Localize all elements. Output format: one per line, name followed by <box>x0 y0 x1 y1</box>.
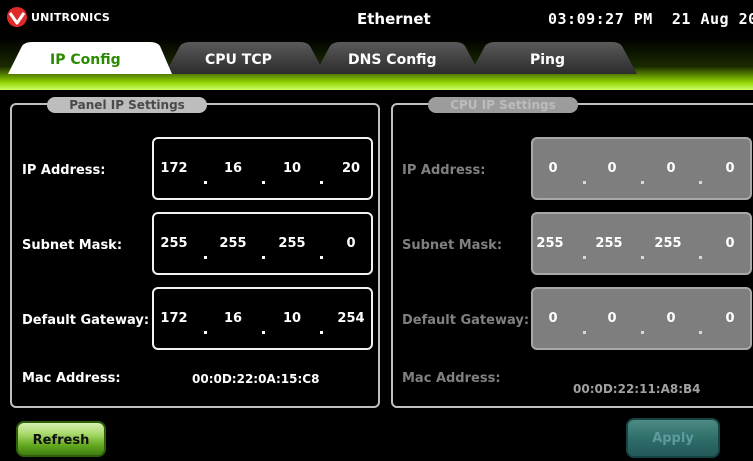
ip-octet: 255 <box>219 236 247 251</box>
ip-octet: 0 <box>607 311 617 326</box>
header-bar: UNITRONICS Ethernet 03:09:27 PM 21 Aug 2… <box>0 0 753 38</box>
ip-octet: 0 <box>548 311 558 326</box>
octet-dot <box>320 256 323 259</box>
octet-dot <box>699 256 702 259</box>
ip-octet: 0 <box>607 161 617 176</box>
panel-mac-address-label: Mac Address: <box>22 371 121 386</box>
octet-dot <box>583 181 586 184</box>
octet-dot <box>204 331 207 334</box>
octet-dot <box>699 181 702 184</box>
panel-ip-address-label: IP Address: <box>22 163 106 178</box>
ip-octet: 10 <box>282 161 302 176</box>
unitronics-logo-icon <box>7 7 27 27</box>
octet-dot <box>641 181 644 184</box>
ip-octet: 0 <box>725 236 735 251</box>
panel-mac-address-value: 00:0D:22:0A:15:C8 <box>192 372 320 386</box>
cpu-subnet-mask-field[interactable]: 255 255 255 0 <box>531 212 752 275</box>
panel-cpu-ip-settings: CPU IP Settings IP Address: 0 0 0 0 Subn… <box>391 97 753 408</box>
ip-octet: 0 <box>666 311 676 326</box>
octet-dot <box>641 256 644 259</box>
octet-dot <box>320 331 323 334</box>
octet-dot <box>583 256 586 259</box>
ip-octet: 255 <box>160 236 188 251</box>
panel-ip-settings: Panel IP Settings IP Address: 172 16 10 … <box>10 97 380 408</box>
ip-octet: 0 <box>548 161 558 176</box>
panel-subnet-mask-field[interactable]: 255 255 255 0 <box>152 212 373 275</box>
ip-octet: 20 <box>341 161 361 176</box>
panel-ip-settings-title: Panel IP Settings <box>47 97 207 113</box>
ip-octet: 172 <box>160 311 188 326</box>
cpu-mac-address-label: Mac Address: <box>402 371 501 386</box>
panel-ip-address-field[interactable]: 172 16 10 20 <box>152 137 373 200</box>
cpu-mac-address-value: 00:0D:22:11:A8:B4 <box>573 382 701 396</box>
ip-octet: 0 <box>666 161 676 176</box>
cpu-ip-address-label: IP Address: <box>402 163 486 178</box>
tab-bar: IP Config CPU TCP DNS Config Ping <box>0 38 753 90</box>
clock-date: 21 Aug 20 <box>671 10 753 28</box>
octet-dot <box>204 181 207 184</box>
ip-octet: 16 <box>223 311 243 326</box>
ip-octet: 255 <box>654 236 682 251</box>
cpu-default-gateway-label: Default Gateway: <box>402 313 530 328</box>
panel-subnet-mask-label: Subnet Mask: <box>22 238 123 253</box>
tab-bar-background <box>0 38 753 90</box>
clock-time: 03:09:27 PM <box>548 10 653 28</box>
tab-ip-config[interactable]: IP Config <box>50 52 121 68</box>
unitronics-logo: UNITRONICS <box>6 6 110 28</box>
ip-octet: 254 <box>337 311 365 326</box>
tab-dns-config[interactable]: DNS Config <box>348 52 437 68</box>
ip-octet: 10 <box>282 311 302 326</box>
panel-default-gateway-field[interactable]: 172 16 10 254 <box>152 287 373 350</box>
ip-octet: 172 <box>160 161 188 176</box>
cpu-default-gateway-field[interactable]: 0 0 0 0 <box>531 287 752 350</box>
tab-ping[interactable]: Ping <box>530 52 566 68</box>
clock: 03:09:27 PM 21 Aug 20 <box>548 10 753 28</box>
cpu-subnet-mask-label: Subnet Mask: <box>402 238 503 253</box>
ip-octet: 0 <box>725 311 735 326</box>
ip-octet: 255 <box>536 236 564 251</box>
octet-dot <box>262 331 265 334</box>
octet-dot <box>641 331 644 334</box>
octet-dot <box>262 256 265 259</box>
octet-dot <box>583 331 586 334</box>
page-title: Ethernet <box>357 10 431 28</box>
ip-octet: 255 <box>595 236 623 251</box>
ip-octet: 0 <box>346 236 356 251</box>
octet-dot <box>320 181 323 184</box>
ip-octet: 16 <box>223 161 243 176</box>
octet-dot <box>699 331 702 334</box>
apply-button[interactable]: Apply <box>626 418 720 458</box>
octet-dot <box>262 181 265 184</box>
refresh-button[interactable]: Refresh <box>16 421 106 457</box>
cpu-ip-settings-title: CPU IP Settings <box>428 97 578 113</box>
brand-name: UNITRONICS <box>31 10 111 24</box>
tab-cpu-tcp[interactable]: CPU TCP <box>205 52 272 68</box>
panel-default-gateway-label: Default Gateway: <box>22 313 150 328</box>
ip-octet: 255 <box>278 236 306 251</box>
ip-octet: 0 <box>725 161 735 176</box>
octet-dot <box>204 256 207 259</box>
cpu-ip-address-field[interactable]: 0 0 0 0 <box>531 137 752 200</box>
